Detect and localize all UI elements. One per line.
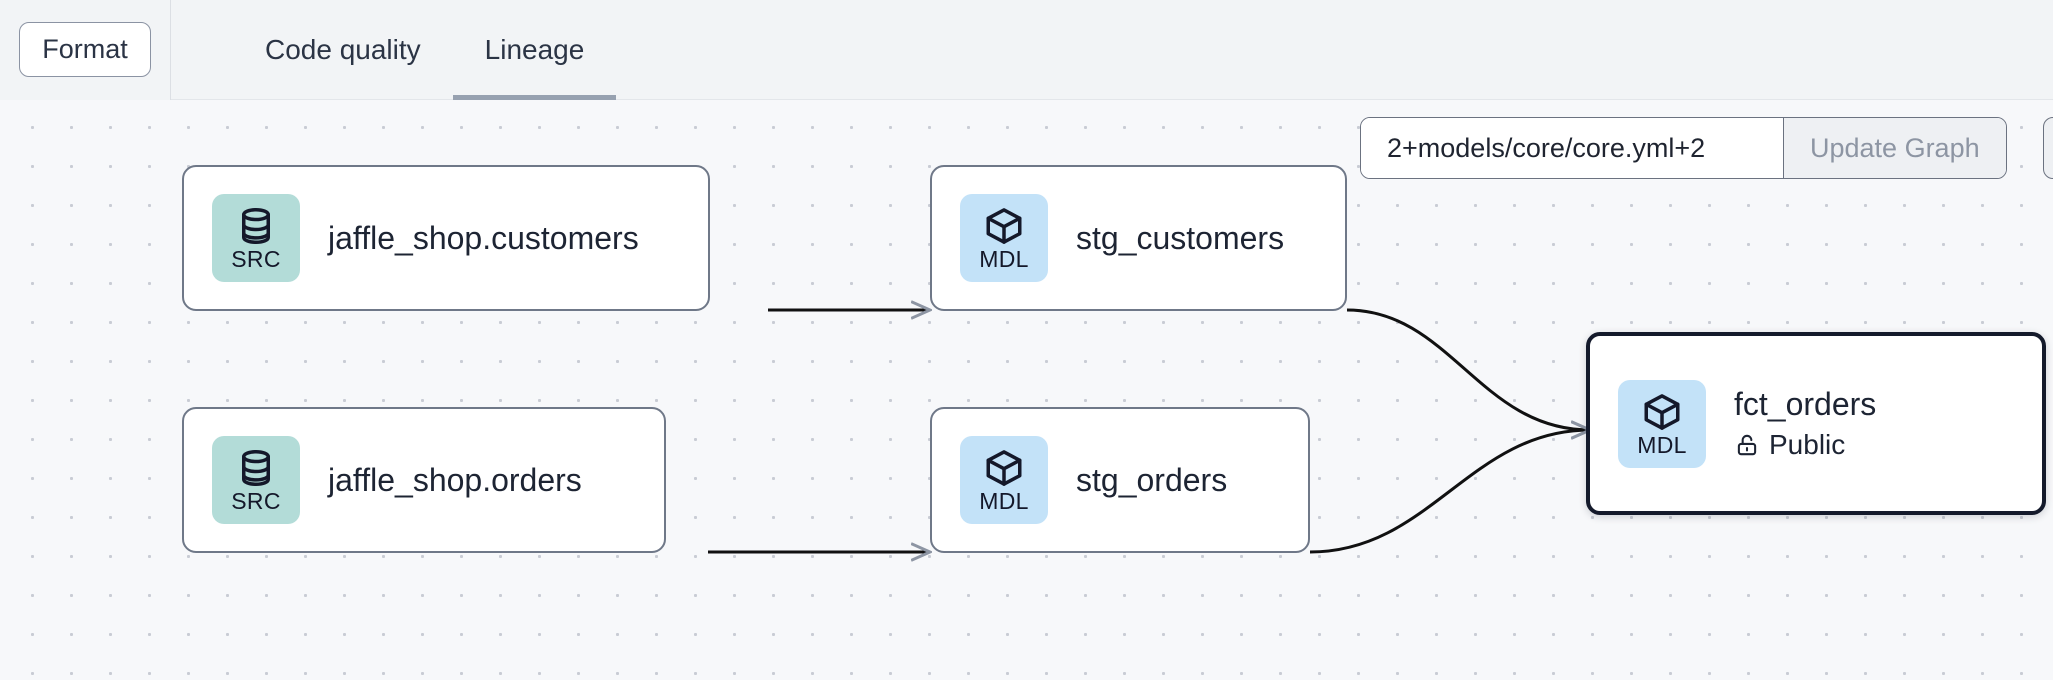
graph-secondary-panel[interactable] — [2043, 117, 2053, 179]
format-button[interactable]: Format — [19, 21, 151, 78]
node-title: jaffle_shop.customers — [328, 219, 639, 256]
badge-src-label: SRC — [231, 488, 281, 514]
update-graph-button[interactable]: Update Graph — [1783, 118, 2006, 178]
node-text-block: stg_customers — [1076, 220, 1284, 257]
lineage-node-stg-orders[interactable]: MDL stg_orders — [930, 407, 1310, 553]
lineage-node-jaffle-shop-customers[interactable]: SRC jaffle_shop.customers — [182, 165, 710, 311]
tab-code-quality-label: Code quality — [265, 33, 421, 65]
edge-stg-orders-to-fct-orders — [1309, 430, 1590, 554]
badge-src-label: SRC — [231, 246, 281, 272]
format-button-container: Format — [0, 0, 171, 100]
badge-mdl-label: MDL — [1637, 431, 1687, 458]
badge-mdl-label: MDL — [979, 246, 1029, 272]
cube-icon — [986, 450, 1022, 486]
tab-code-quality[interactable]: Code quality — [233, 0, 453, 100]
tab-lineage-label: Lineage — [484, 33, 585, 65]
node-visibility: Public — [1734, 429, 1876, 461]
badge-mdl: MDL — [960, 194, 1048, 282]
graph-controls: Update Graph — [1360, 117, 2007, 179]
top-toolbar: Format Code quality Lineage — [0, 0, 2053, 100]
lineage-node-fct-orders[interactable]: MDL fct_orders Public — [1586, 332, 2046, 515]
badge-mdl: MDL — [960, 436, 1048, 524]
lineage-node-jaffle-shop-orders[interactable]: SRC jaffle_shop.orders — [182, 407, 666, 553]
lineage-node-stg-customers[interactable]: MDL stg_customers — [930, 165, 1347, 311]
node-text-block: stg_orders — [1076, 462, 1227, 499]
graph-selector-input[interactable] — [1361, 118, 1783, 178]
badge-mdl-label: MDL — [979, 488, 1029, 514]
cube-icon — [986, 208, 1022, 244]
node-visibility-label: Public — [1769, 428, 1846, 460]
node-title: stg_customers — [1076, 219, 1285, 256]
node-text-block: jaffle_shop.orders — [328, 462, 582, 499]
node-text-block: fct_orders Public — [1734, 386, 1876, 461]
badge-src: SRC — [212, 436, 300, 524]
badge-mdl: MDL — [1618, 379, 1706, 468]
node-title: jaffle_shop.orders — [328, 461, 582, 498]
cube-icon — [1644, 393, 1680, 430]
node-text-block: jaffle_shop.customers — [328, 220, 639, 257]
edge-stg-customers-to-fct-orders — [1346, 308, 1590, 430]
unlock-icon — [1737, 434, 1757, 456]
node-title: stg_orders — [1076, 461, 1228, 498]
lineage-canvas[interactable]: Update Graph SRC jaffle_shop.customers M… — [0, 100, 2053, 680]
graph-selector-group: Update Graph — [1360, 117, 2007, 179]
badge-src: SRC — [212, 194, 300, 282]
database-icon — [242, 449, 270, 487]
tab-bar: Code quality Lineage — [171, 0, 616, 100]
node-title: fct_orders — [1734, 386, 1877, 423]
tab-lineage[interactable]: Lineage — [452, 0, 617, 100]
database-icon — [242, 207, 270, 245]
